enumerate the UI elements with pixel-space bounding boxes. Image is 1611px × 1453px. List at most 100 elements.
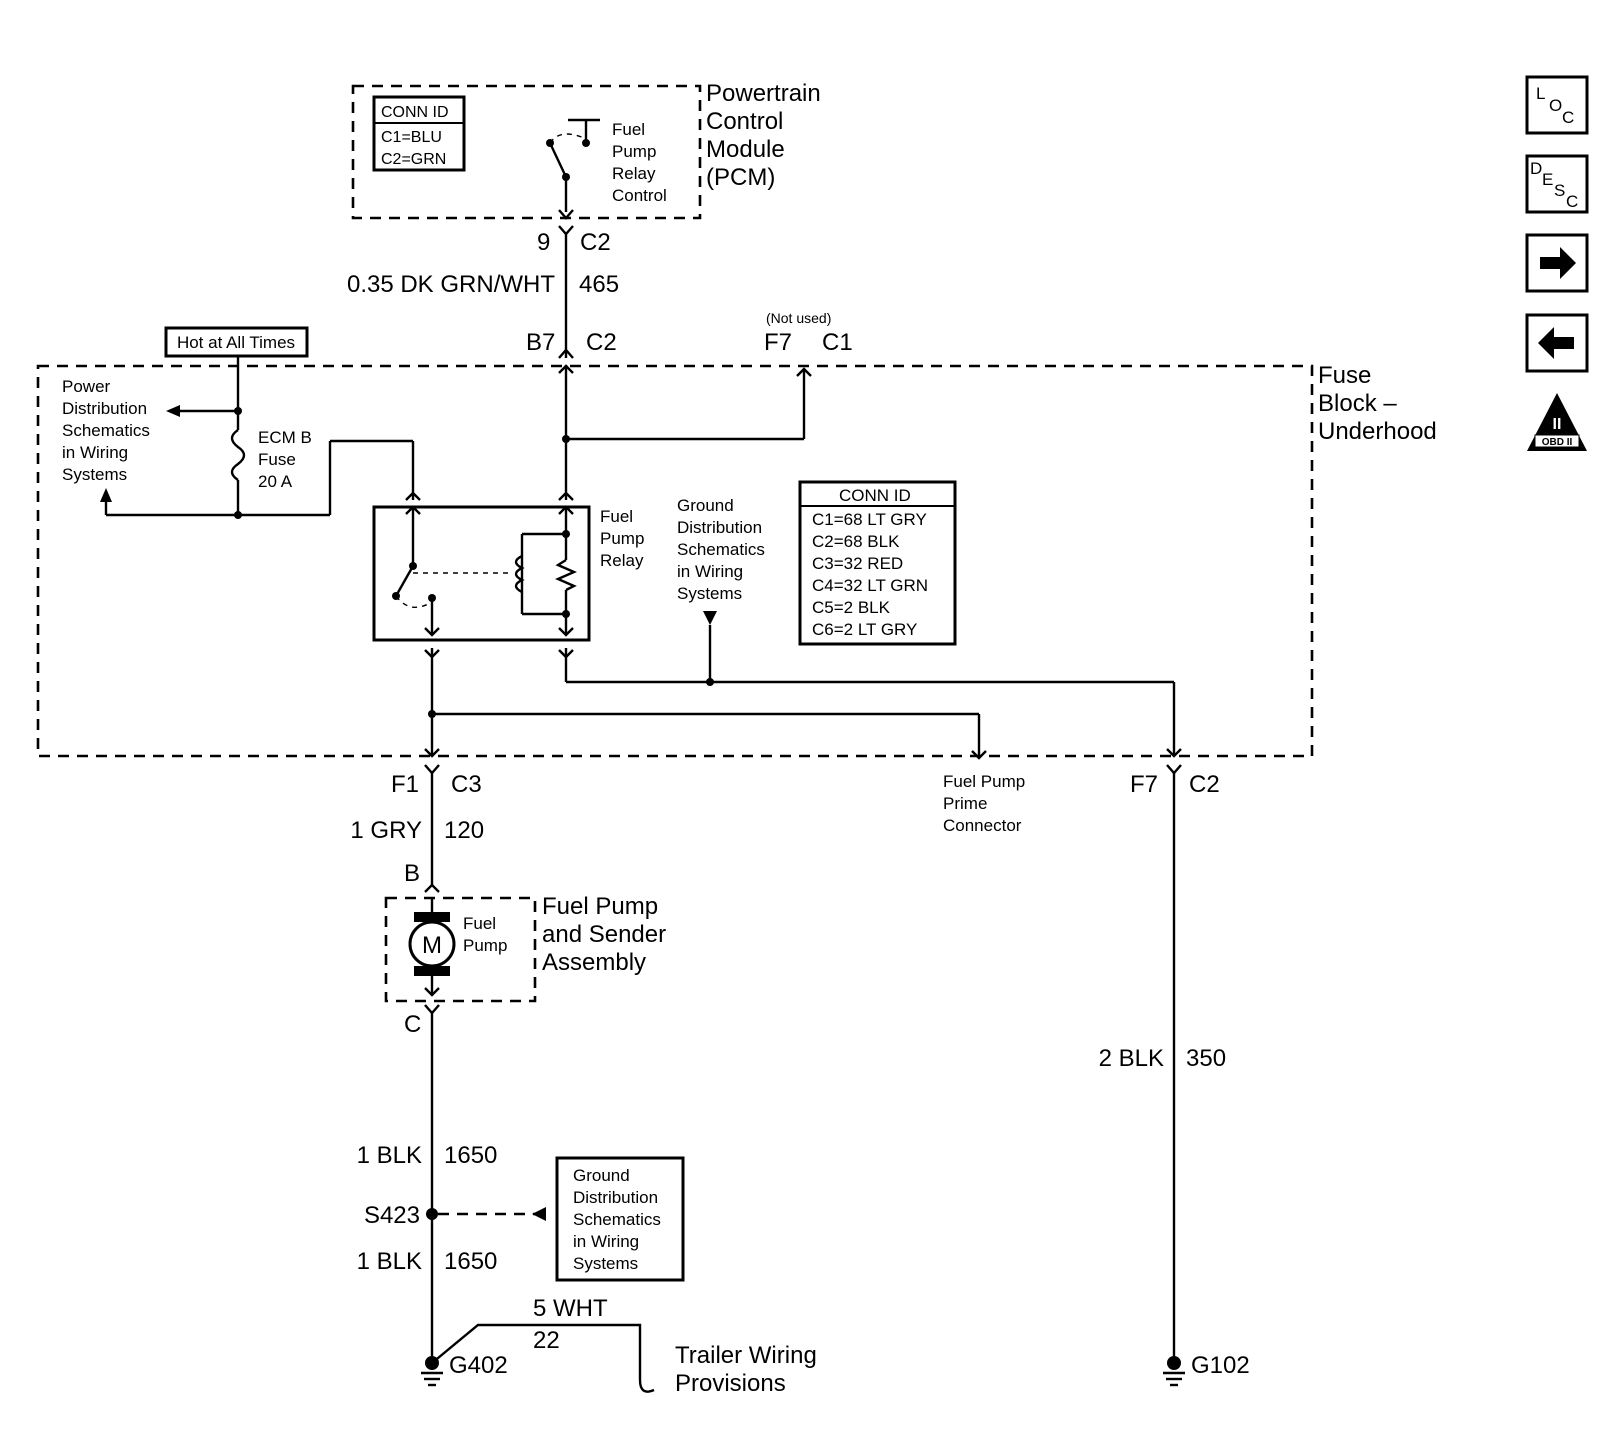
conn-id-row: C2=68 BLK [812, 532, 900, 551]
wire-465-spec: 0.35 DK GRN/WHT [347, 271, 555, 298]
ground-distribution-box: Ground Distribution Schematics in Wiring… [555, 1156, 685, 1282]
connector-f7-c1: (Not used) F7 C1 [764, 310, 853, 356]
splice-label: S423 [364, 1202, 420, 1229]
fuse-icon [230, 429, 246, 481]
splice-s423 [426, 1208, 438, 1220]
pcm-module: Powertrain Control Module (PCM) CONN ID … [351, 80, 821, 220]
svg-text:S: S [1554, 181, 1565, 200]
svg-text:D: D [1530, 159, 1542, 178]
wire-22 [431, 1323, 655, 1393]
connector-icon [424, 883, 440, 893]
left-arrow-icon [532, 1207, 546, 1221]
svg-text:F1: F1 [391, 771, 419, 798]
conn-id-row: C1=68 LT GRY [812, 510, 927, 529]
ecm-b-fuse-label: ECM B Fuse 20 A [258, 428, 317, 491]
obd-ii-button[interactable]: II OBD II [1527, 393, 1587, 451]
svg-text:C2: C2 [1189, 771, 1220, 798]
right-arrow-icon [1540, 247, 1576, 279]
desc-button[interactable]: D E S C [1525, 154, 1589, 214]
coil-icon [514, 554, 525, 594]
svg-text:C: C [1566, 192, 1578, 211]
pcm-boundary [351, 84, 702, 220]
trailer-wiring-label: Trailer Wiring Provisions [675, 1342, 823, 1397]
connector-icon [558, 491, 574, 501]
svg-text:C3: C3 [451, 771, 482, 798]
wire-465-circuit: 465 [579, 271, 619, 298]
not-used-note: (Not used) [766, 310, 831, 326]
conn-id-row: C5=2 BLK [812, 598, 891, 617]
pcm-conn-id-row: C1=BLU [381, 129, 442, 146]
fuel-pump-relay-label: Fuel Pump Relay [600, 507, 649, 570]
fuel-pump-prime-connector: Fuel Pump Prime Connector [943, 772, 1030, 835]
connector-icon [1166, 748, 1182, 758]
svg-text:C2: C2 [586, 329, 617, 356]
svg-text:C1: C1 [822, 329, 853, 356]
fuel-pump-assembly-boundary [384, 896, 537, 1003]
connector-icon [796, 367, 812, 377]
conn-id-row: C3=32 RED [812, 554, 903, 573]
conn-label: C2 [580, 229, 611, 256]
connector-b7-c2: B7 C2 [526, 329, 617, 359]
power-distribution-ref: Power Distribution Schematics in Wiring … [62, 377, 155, 484]
wire-1650-spec: 1 BLK [357, 1248, 422, 1275]
pcm-conn-id-row: C2=GRN [381, 151, 446, 168]
connector-icon [405, 491, 421, 501]
fuel-pump-relay [372, 505, 591, 642]
wire-22-spec: 5 WHT [533, 1295, 608, 1322]
wire-1650-circuit: 1650 [444, 1248, 497, 1275]
wire-350-circuit: 350 [1186, 1045, 1226, 1072]
svg-text:F7: F7 [1130, 771, 1158, 798]
fuse-block-title: Fuse Block – Underhood [1318, 362, 1437, 445]
forward-button[interactable] [1525, 233, 1589, 293]
ground-g402-label: G402 [449, 1352, 508, 1379]
wire-350-spec: 2 BLK [1099, 1045, 1164, 1072]
obd-numeral: II [1553, 416, 1562, 433]
back-button[interactable] [1525, 313, 1589, 373]
svg-text:F7: F7 [764, 329, 792, 356]
splice-dot [706, 678, 714, 686]
fuse-block-boundary [36, 364, 1314, 758]
fuel-pump-assembly-title: Fuel Pump and Sender Assembly [542, 893, 673, 976]
wire-22-circuit: 22 [533, 1327, 560, 1354]
wire-120-spec: 1 GRY [350, 817, 422, 844]
relay-control-label: Fuel Pump Relay Control [612, 120, 667, 205]
connector-icon [558, 364, 574, 374]
connector-icon [424, 1004, 440, 1015]
connector-f7-c2: F7 C2 [1130, 764, 1220, 798]
resistor-icon [555, 558, 577, 592]
connector-icon [558, 649, 574, 659]
loc-button[interactable]: L O C [1525, 75, 1589, 135]
svg-text:Ground Distribution: Ground Distribution Schematics in Wiring… [573, 1166, 666, 1273]
connector-icon [971, 750, 987, 760]
relay-control-switch-icon [546, 118, 600, 212]
conn-id-header: CONN ID [839, 486, 911, 505]
conn-id-row: C4=32 LT GRN [812, 576, 928, 595]
svg-text:B7: B7 [526, 329, 555, 356]
ground-icon [421, 1356, 443, 1387]
ground-icon [1163, 1356, 1185, 1387]
pin-b-label: B [404, 860, 420, 887]
down-arrow-icon [703, 611, 717, 625]
left-arrow-icon [1538, 327, 1574, 359]
wire-1650-spec: 1 BLK [357, 1142, 422, 1169]
svg-text:O: O [1549, 96, 1562, 115]
conn-id-row: C6=2 LT GRY [812, 620, 917, 639]
svg-text:E: E [1542, 170, 1553, 189]
svg-text:C: C [1562, 108, 1574, 127]
motor-icon: M [408, 898, 456, 997]
pcm-conn-id-header: CONN ID [381, 104, 449, 121]
up-arrow-icon [100, 488, 112, 502]
svg-text:M: M [422, 932, 442, 959]
connector-icon [424, 649, 440, 659]
ground-g102-label: G102 [1191, 1352, 1250, 1379]
svg-text:L: L [1536, 84, 1545, 103]
connector-icon [424, 748, 440, 758]
ground-distribution-ref: Ground Distribution Schematics in Wiring… [677, 496, 770, 603]
fuel-pump-label: Fuel Pump [463, 914, 507, 955]
hot-at-all-times-label: Hot at All Times [164, 326, 309, 358]
pin-label: 9 [537, 229, 550, 256]
left-arrow-icon [166, 405, 180, 417]
pcm-conn-id-table: CONN ID C1=BLU C2=GRN [372, 95, 466, 172]
wire-120-circuit: 120 [444, 817, 484, 844]
